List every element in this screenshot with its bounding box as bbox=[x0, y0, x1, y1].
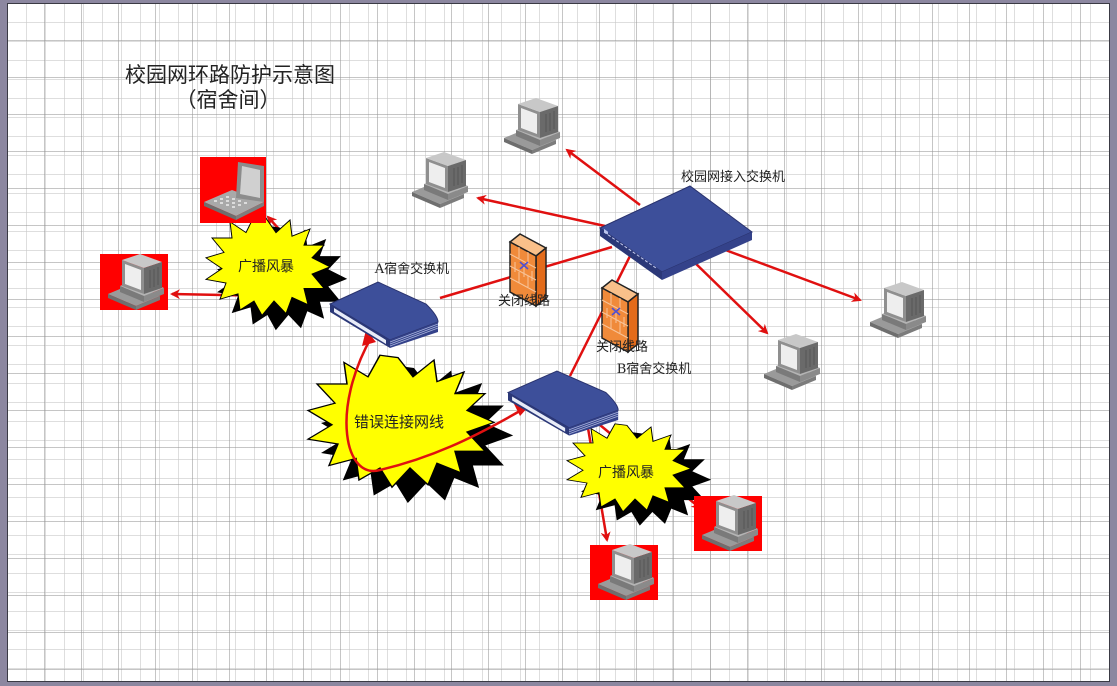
bad-cable-loop bbox=[345, 335, 526, 473]
storm-a-label: 广播风暴 bbox=[238, 259, 294, 275]
diagram-title: 校园网环路防护示意图 bbox=[125, 63, 335, 87]
firewall-2[interactable]: 关闭线路 bbox=[596, 279, 648, 355]
pc-b-2[interactable] bbox=[694, 494, 762, 552]
switch-b[interactable]: B宿舍交换机 bbox=[507, 361, 692, 437]
desktop-computer-icon bbox=[411, 151, 469, 209]
link-core-pc-top-1 bbox=[565, 148, 641, 206]
link-core-pc-right-2 bbox=[689, 257, 769, 335]
bad-cable-label: 错误连接网线 bbox=[354, 413, 444, 431]
desktop-computer-icon bbox=[503, 97, 561, 155]
storm-burst-a: 广播风暴 bbox=[205, 215, 348, 331]
pc-b-1[interactable] bbox=[590, 543, 658, 601]
pc-a[interactable] bbox=[100, 253, 168, 311]
switch-a-label: A宿舍交换机 bbox=[374, 261, 449, 277]
pc-top-1[interactable] bbox=[503, 97, 561, 155]
storm-b-label: 广播风暴 bbox=[598, 465, 654, 481]
switch-b-label: B宿舍交换机 bbox=[617, 361, 692, 377]
firewall-2-label: 关闭线路 bbox=[596, 339, 648, 355]
diagram-subtitle: （宿舍间） bbox=[176, 88, 281, 112]
switch-a[interactable]: A宿舍交换机 bbox=[329, 261, 449, 349]
switch-icon bbox=[599, 185, 753, 273]
core-switch[interactable]: 校园网接入交换机 bbox=[599, 169, 785, 280]
core-switch-label: 校园网接入交换机 bbox=[681, 169, 785, 185]
bad-cable-burst: 错误连接网线 bbox=[307, 354, 514, 503]
bad-cable-arrow-a bbox=[362, 330, 376, 346]
pc-right-2[interactable] bbox=[763, 333, 821, 391]
pc-right-1[interactable] bbox=[869, 281, 927, 339]
link-core-switch-b bbox=[568, 251, 634, 377]
firewall-1-label: 关闭线路 bbox=[498, 293, 550, 309]
firewall-1[interactable]: 关闭线路 bbox=[498, 233, 550, 309]
diagram-canvas bbox=[7, 3, 1110, 682]
pc-top-2[interactable] bbox=[411, 151, 469, 209]
link-core-pc-top-2 bbox=[476, 194, 606, 228]
desktop-computer-icon bbox=[869, 281, 927, 339]
switch-icon bbox=[329, 281, 439, 349]
desktop-computer-icon bbox=[763, 333, 821, 391]
laptop-a[interactable] bbox=[200, 157, 266, 223]
links bbox=[170, 148, 862, 542]
link-core-pc-right-1 bbox=[719, 246, 862, 302]
storm-burst-b: 广播风暴 bbox=[566, 423, 712, 526]
